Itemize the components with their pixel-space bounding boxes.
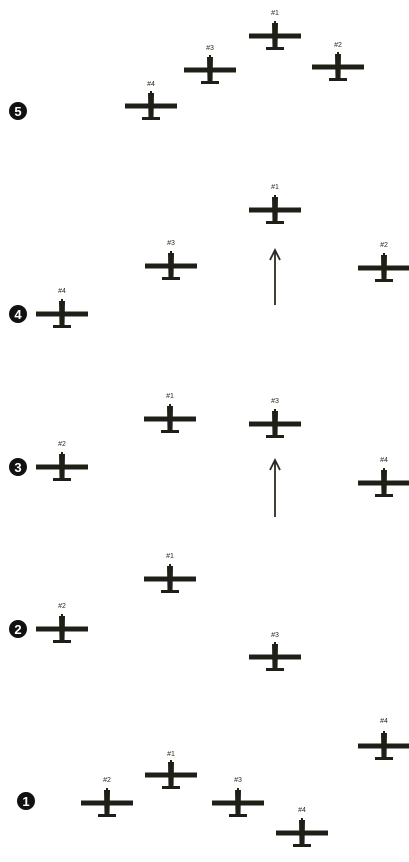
step-number-4: 4: [14, 307, 22, 322]
aircraft-5-4: #2: [312, 42, 364, 81]
aircraft-label-4-2: #3: [167, 240, 175, 247]
step-number-3: 3: [14, 460, 21, 475]
step-group-1: 1 #4 #1 #2 #3 #4: [17, 718, 409, 847]
movement-arrow-4: [270, 250, 280, 305]
step-number-2: 2: [14, 622, 21, 637]
aircraft-label-2-1: #1: [166, 553, 174, 560]
aircraft-label-2-3: #3: [271, 632, 279, 639]
step-marker-2: 2: [9, 620, 27, 638]
step-group-5: 5 #4 #3 #1 #2: [9, 10, 364, 120]
aircraft-label-5-4: #2: [334, 42, 342, 49]
aircraft-2-3: #3: [249, 632, 301, 671]
aircraft-label-5-1: #4: [147, 81, 155, 88]
aircraft-label-1-1: #4: [380, 718, 388, 725]
aircraft-label-3-4: #4: [380, 457, 388, 464]
aircraft-4-2: #3: [145, 240, 197, 280]
step-group-4: 4 #1 #3 #2 #4: [9, 184, 409, 328]
aircraft-label-1-3: #2: [103, 777, 111, 784]
aircraft-3-2: #3: [249, 398, 301, 438]
aircraft-4-1: #1: [249, 184, 301, 224]
aircraft-2-2: #2: [36, 603, 88, 643]
step-number-1: 1: [22, 794, 29, 809]
step-number-5: 5: [14, 104, 21, 119]
step-marker-5: 5: [9, 102, 27, 120]
aircraft-1-3: #2: [81, 777, 133, 817]
aircraft-label-3-1: #1: [166, 393, 174, 400]
step-marker-4: 4: [9, 305, 27, 323]
aircraft-label-1-4: #3: [234, 777, 242, 784]
movement-arrow-3: [270, 460, 280, 517]
step-group-3: 3 #1 #3 #2 #4: [9, 393, 409, 517]
aircraft-label-1-5: #4: [298, 807, 306, 814]
aircraft-4-4: #4: [36, 288, 88, 328]
aircraft-label-5-3: #1: [271, 10, 279, 17]
aircraft-label-5-2: #3: [206, 45, 214, 52]
aircraft-2-1: #1: [144, 553, 196, 593]
aircraft-1-1: #4: [358, 718, 409, 760]
step-marker-1: 1: [17, 792, 35, 810]
aircraft-label-3-2: #3: [271, 398, 279, 405]
aircraft-5-2: #3: [184, 45, 236, 84]
aircraft-5-3: #1: [249, 10, 301, 50]
aircraft-label-4-3: #2: [380, 242, 388, 249]
aircraft-1-5: #4: [276, 807, 328, 847]
step-group-2: 2 #1 #2 #3: [9, 553, 301, 671]
aircraft-4-3: #2: [358, 242, 409, 282]
aircraft-5-1: #4: [125, 81, 177, 120]
aircraft-3-3: #2: [36, 441, 88, 481]
step-marker-3: 3: [9, 458, 27, 476]
aircraft-3-4: #4: [358, 457, 409, 497]
aircraft-label-3-3: #2: [58, 441, 66, 448]
aircraft-1-2: #1: [145, 751, 197, 789]
aircraft-1-4: #3: [212, 777, 264, 817]
aircraft-label-4-4: #4: [58, 288, 66, 295]
aircraft-label-2-2: #2: [58, 603, 66, 610]
aircraft-3-1: #1: [144, 393, 196, 433]
aircraft-label-1-2: #1: [167, 751, 175, 758]
aircraft-label-4-1: #1: [271, 184, 279, 191]
